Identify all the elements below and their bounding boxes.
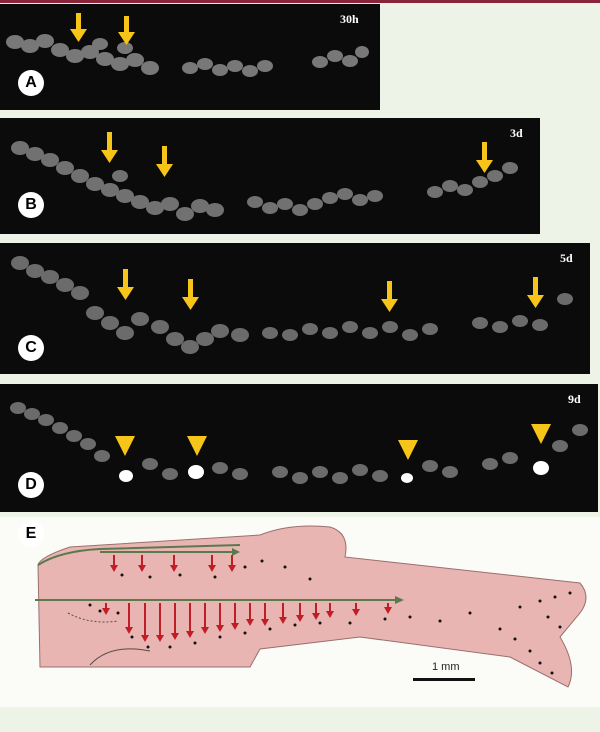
timepoint-label-b: 3d xyxy=(510,126,523,140)
scale-bar xyxy=(413,678,475,681)
arrowhead-icon xyxy=(115,436,135,456)
down-arrow-icon xyxy=(118,16,135,45)
red-arrows xyxy=(102,555,392,642)
down-arrow-icon xyxy=(117,269,134,300)
arrowhead-icon xyxy=(398,440,418,460)
cell-dots xyxy=(88,559,572,675)
panel-label-e: E xyxy=(18,521,44,547)
arrows-b xyxy=(101,132,493,177)
migration-line-ventral xyxy=(35,596,404,604)
down-arrow-icon xyxy=(381,281,398,312)
arrowheads-d xyxy=(115,424,551,460)
migration-line-dorsal xyxy=(100,548,240,556)
arrows-c xyxy=(117,269,544,312)
timepoint-label-d: 9d xyxy=(568,392,581,406)
panel-label-d: D xyxy=(18,472,44,498)
timepoint-label-a: 30h xyxy=(340,12,359,26)
micrograph-panel-d: D 9d xyxy=(0,384,598,512)
scale-bar-label: 1 mm xyxy=(432,661,460,673)
down-arrow-icon xyxy=(70,13,87,42)
bright-cell-1 xyxy=(119,470,133,482)
bright-cell-2 xyxy=(188,465,204,479)
cells-image-c xyxy=(11,256,573,354)
fish-diagram xyxy=(35,525,587,688)
arrowhead-icon xyxy=(187,436,207,456)
down-arrow-icon xyxy=(476,142,493,173)
down-arrow-icon xyxy=(101,132,118,163)
panel-label-b: B xyxy=(18,192,44,218)
diagram-panel-e: E xyxy=(0,517,600,707)
down-arrow-icon xyxy=(156,146,173,177)
micrograph-panel-a: A 30h xyxy=(0,4,380,110)
down-arrow-icon xyxy=(527,277,544,308)
top-rule xyxy=(0,0,600,3)
bright-cell-4 xyxy=(533,461,549,475)
arrows-a xyxy=(70,13,135,45)
arrowhead-icon xyxy=(531,424,551,444)
micrograph-panel-b: B 3d xyxy=(0,118,540,234)
timepoint-label-c: 5d xyxy=(560,251,573,265)
cells-image-d xyxy=(10,402,588,484)
fish-body xyxy=(37,525,587,688)
cells-image-b xyxy=(11,141,518,221)
bright-cell-3 xyxy=(401,473,413,483)
down-arrow-icon xyxy=(182,279,199,310)
cells-image-a xyxy=(6,34,369,77)
micrograph-panel-c: C 5d xyxy=(0,243,590,374)
panel-label-c: C xyxy=(18,335,44,361)
panel-label-a: A xyxy=(18,70,44,96)
